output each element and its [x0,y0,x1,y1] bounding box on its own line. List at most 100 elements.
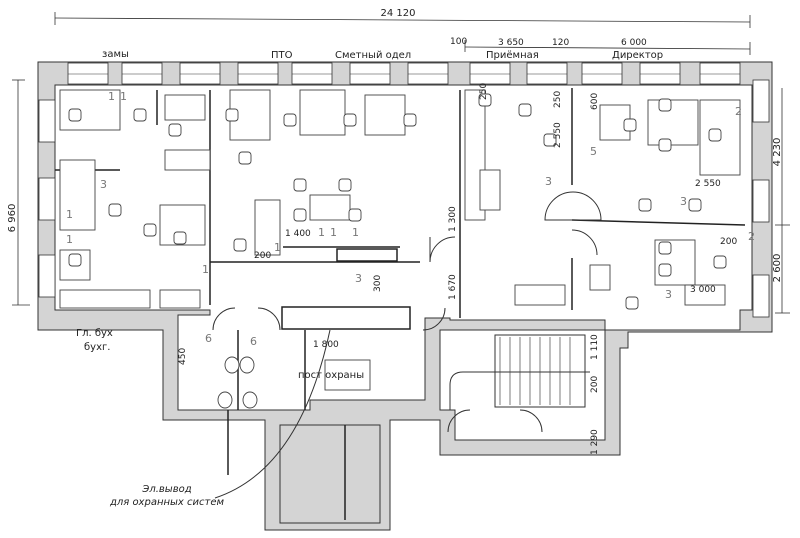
desk [514,284,566,306]
chair [168,123,182,137]
room-marker: 3 [355,272,362,285]
desk [164,94,206,121]
chair [225,108,239,122]
interior-dim: 200 [254,251,271,261]
interior-dim: 250 [553,91,563,108]
chair [233,238,247,252]
staircase [449,334,590,410]
room-marker: 1 [66,208,73,221]
desk [59,159,96,231]
chair [343,113,357,127]
chair [68,253,82,267]
right-dim-2600: 2 600 [772,254,783,283]
room-marker: 5 [590,145,597,158]
interior-dim: 3 000 [690,285,716,295]
interior-dim: 1 800 [313,340,339,350]
dim-3650: 3 650 [498,38,524,48]
desk [684,284,726,306]
interior-dim: 2 550 [553,122,563,148]
window [179,62,221,85]
chair [478,93,492,107]
furniture [59,89,741,409]
chair [238,151,252,165]
chair [625,296,639,310]
window [526,62,568,85]
desk [589,264,611,291]
interior-dim: 200 [590,376,600,393]
room-marker: 6 [205,332,212,345]
interior-dim: 250 [479,83,489,100]
window [237,62,279,85]
dim-100: 100 [450,37,467,47]
window [349,62,391,85]
dim-120: 120 [552,38,569,48]
chair [173,231,187,245]
room-marker: 3 [665,288,672,301]
partitions [55,88,746,520]
window [38,254,56,298]
chair [338,178,352,192]
chair [623,118,637,132]
desk [364,94,406,136]
room-marker: 1 [274,241,281,254]
room-marker: 2 [748,230,755,243]
desk [164,149,211,171]
chair [68,108,82,122]
interior-dim: 1 300 [448,206,458,232]
window [121,62,163,85]
room-marker: 6 [250,335,257,348]
exterior-walls [37,61,773,531]
toilet-fixture [224,356,240,374]
room-marker: 1 [120,90,127,103]
room-label-reception: Приёмная [486,50,539,61]
room-label-pto: ПТО [271,50,293,61]
interior-dim: 200 [720,237,737,247]
room-marker: 1 [352,226,359,239]
desk [59,89,121,131]
chair [348,208,362,222]
labels: 24 120 100 3 650 120 6 000 замы ПТО Смет… [7,8,783,508]
toilet-fixture [239,356,255,374]
chair [518,103,532,117]
interior-dim: 300 [373,275,383,292]
room-marker: 1 [318,226,325,239]
chair [293,208,307,222]
chair [283,113,297,127]
room-label-accounting: бухг. [84,342,110,353]
interior-dim: 2 550 [695,179,721,189]
desk [479,169,501,211]
chair [638,198,652,212]
overall-width-dim: 24 120 [381,8,416,19]
room-label-security-post: пост охраны [298,370,364,381]
window [67,62,109,85]
chair [658,241,672,255]
dim-6000: 6 000 [621,38,647,48]
room-marker: 1 [108,90,115,103]
room-marker: 3 [545,175,552,188]
room-label-estimates: Сметный одел [335,50,411,61]
desk [309,194,351,221]
desk [599,104,631,141]
chair [543,133,557,147]
chair [708,128,722,142]
room-marker: 1 [330,226,337,239]
chair [293,178,307,192]
chair [688,198,702,212]
dimension-lines [12,12,790,314]
security-desk [324,359,371,391]
window [639,62,681,85]
window [752,79,770,123]
window [291,62,333,85]
toilet-fixture [242,391,258,409]
interior-dim: 1 670 [448,274,458,300]
desk [647,99,699,146]
chair [133,108,147,122]
chair [143,223,157,237]
desk [159,289,201,309]
annotation-line2: для охранных систем [109,497,225,508]
chair [658,98,672,112]
interior-dim: 1 110 [590,334,600,360]
window [752,274,770,318]
